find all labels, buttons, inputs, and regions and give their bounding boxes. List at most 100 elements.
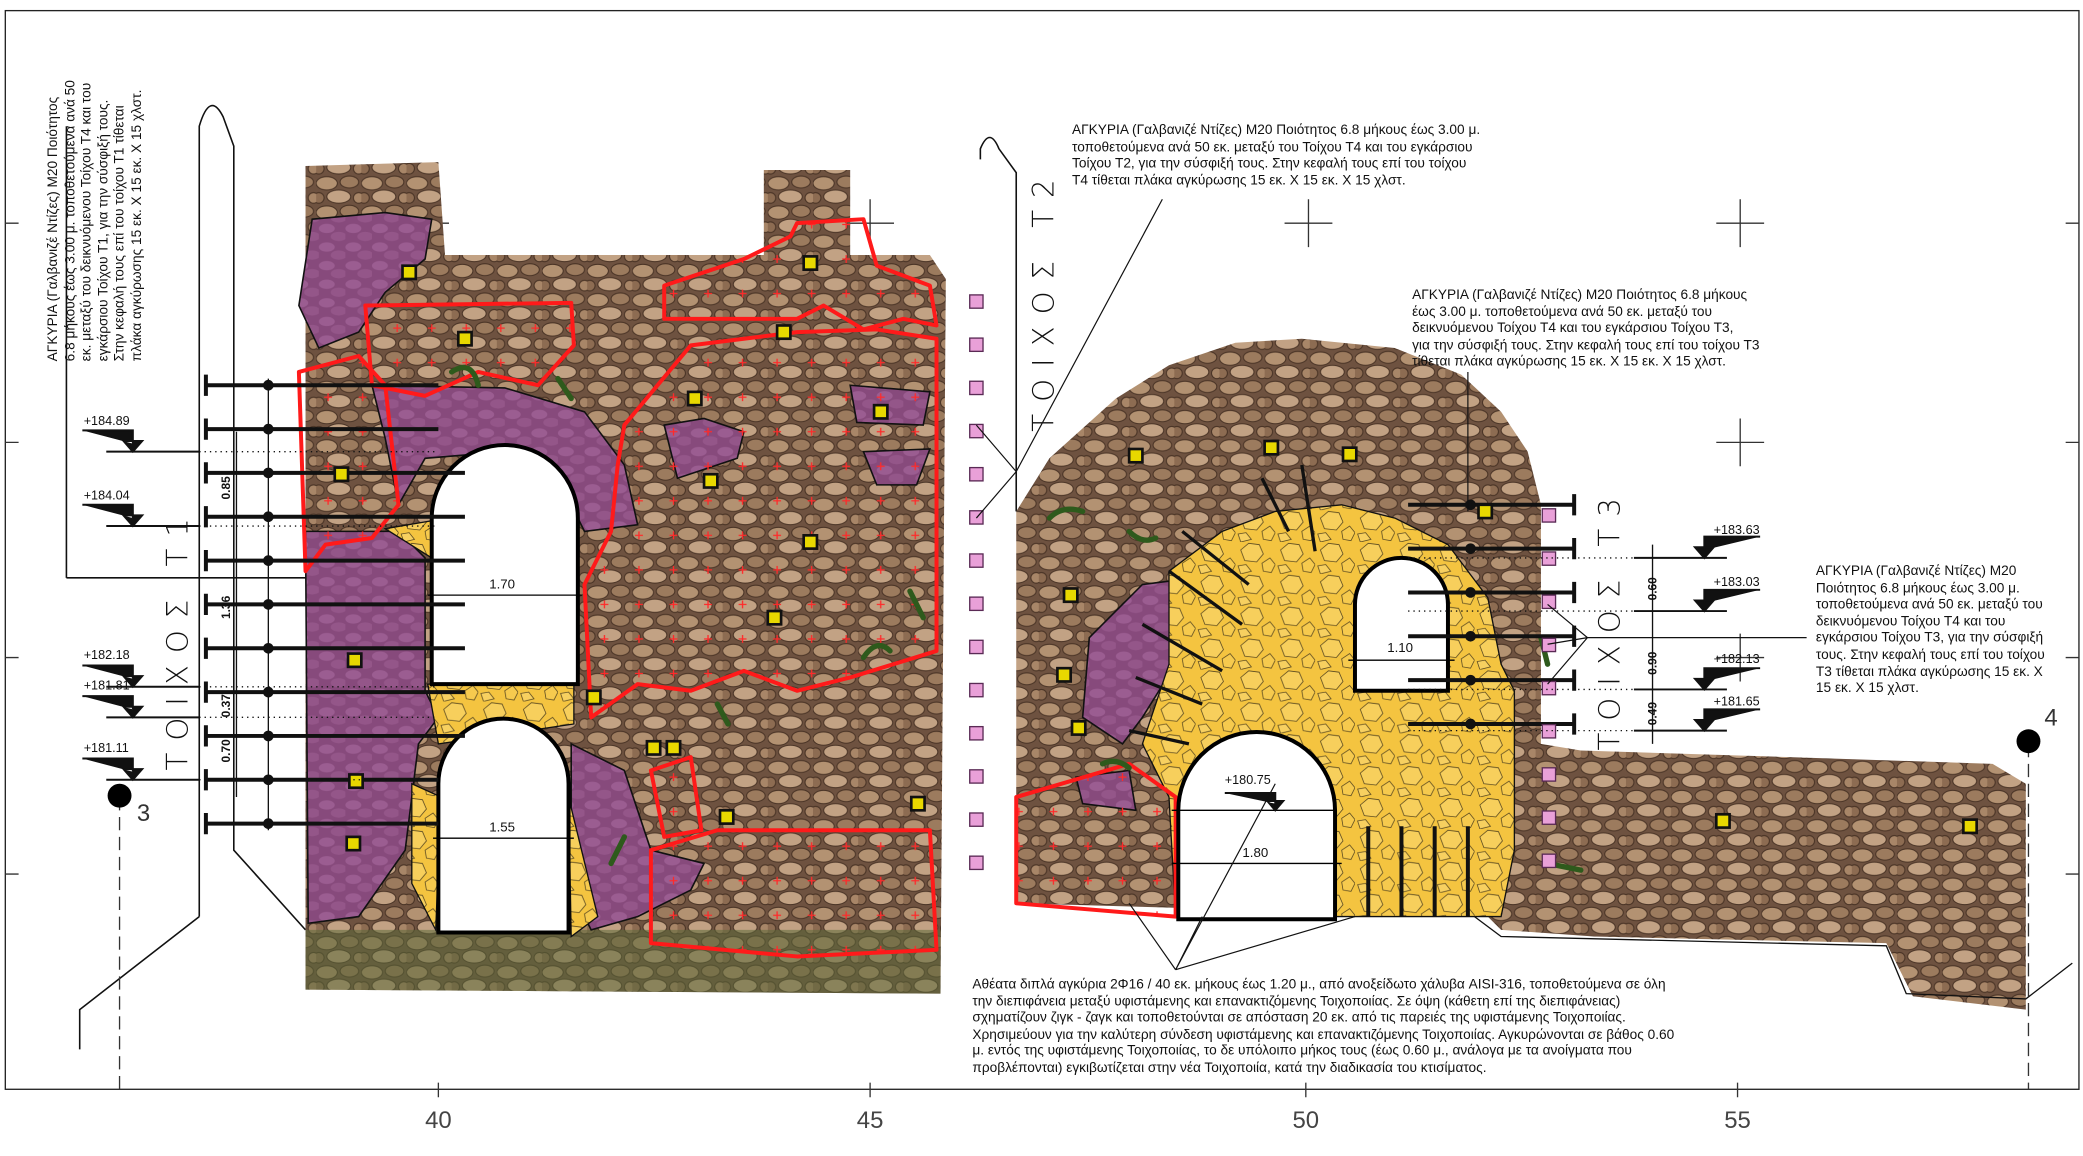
red-zone [648,828,939,959]
opening-width-label: 1.55 [489,820,516,836]
dimension-vertical: 0.90 [1645,651,1660,675]
anchor-plate [665,739,682,756]
pink-marker [1541,767,1557,782]
survey-point-label: 3 [136,799,151,827]
pink-marker [969,294,984,309]
pink-marker [1541,637,1557,653]
note-line: τοποθετούμενα ανά 50 εκ. μεταξύ του Τοίχ… [1072,140,1473,155]
red-zone [582,327,939,720]
anchor-node [1465,630,1476,642]
anchor-rod [1408,669,1577,691]
anchor-plates [333,255,1978,852]
anchor-node [1465,718,1476,730]
red-zone [1014,761,1178,919]
note-anchors-t3: ΑΓΚΥΡΙΑ (Γαλβανιζέ Ντίζες) Μ20 Ποιότητος… [1412,288,1759,372]
anchor-plate [348,773,364,790]
note-line: Ποιότητος 6.8 μήκους έως 3.00 μ. [1815,581,2020,596]
level-arrow [82,695,200,719]
note-line: ΑΓΚΥΡΙΑ (Γαλβανιζέ Ντίζες) Μ20 [1815,564,2017,580]
window-upper-right [1352,555,1450,693]
rebuild-zone [411,782,442,933]
anchor-plate [766,609,783,626]
level-arrow [82,664,200,689]
pink-marker [1541,594,1557,610]
anchor-rod [203,725,465,747]
note-line: Στην κεφαλή τους επί του τοίχου Τ1 τίθετ… [113,105,129,362]
pink-marker [1541,723,1557,739]
anchor-plate [1714,812,1731,829]
anchor-rod [203,506,465,528]
anchor-rod [1408,581,1577,604]
elevation-label: +184.89 [83,414,130,430]
level-arrow [1633,708,1761,733]
pink-marker [969,812,984,827]
anchor-plate [1127,447,1144,464]
anchor-plate [456,330,473,347]
opening-width-label: 1.70 [489,577,516,593]
level-arrow [82,503,200,528]
anchor-node [1465,587,1476,598]
note-line: Τοίχου Τ2, για την σύσφιξή τους. Στην κε… [1072,157,1467,172]
note-line: για την σύσφιξή τους. Στην κεφαλή τους ε… [1412,338,1760,354]
anchor-plate [718,808,735,825]
window-upper-left [429,443,580,687]
note-line: Τ4 τίθεται πλάκα αγκύρωσης 15 εκ. Χ 15 ε… [1072,173,1406,189]
dimension-vertical: 0.37 [219,694,233,718]
opening-dimension-lines [427,594,1455,865]
red-zones [296,217,1178,959]
level-arrow [1633,535,1761,560]
anchor-plate [346,652,363,669]
anchor-rod [203,681,465,703]
anchor-plate [686,390,703,407]
pink-marker [969,553,984,568]
anchor-plate [585,689,602,706]
note-line: τους. Στην κεφαλή τους επί του τοίχου [1815,648,2045,663]
elevation-label: +182.18 [83,648,130,663]
red-zone [662,217,939,332]
axis-ticks [437,1082,1739,1098]
pink-marker [969,682,984,698]
anchor-plate [345,835,362,852]
anchor-node [1465,543,1476,554]
anchor-rod [203,593,465,616]
note-line: εγκάρσιου Τοίχου Τ1, για την σύσφιξή του… [96,99,112,362]
anchor-plate [1962,818,1978,835]
opening-width-label: 1.10 [1387,641,1414,657]
level-arrow [82,757,200,782]
anchor-rod [1135,675,1203,706]
note-line: έως 3.00 μ. τοποθετούμενα ανά 50 εκ. μετ… [1412,304,1712,320]
anchor-rod [1181,530,1250,586]
wall-t1-outline [65,104,307,1050]
anchor-plate [909,795,926,812]
anchor-plate [401,264,418,281]
survey-point-4 [2016,729,2041,754]
note-line: 15 εκ. Χ 15 χλστ. [1815,681,1919,697]
leader-lines [975,198,1807,971]
note-line: εγκάρσιου Τοίχου Τ3, για την σύσφιξή [1815,631,2044,647]
pink-marker [1541,551,1557,566]
wall-t2-outline [979,136,1018,512]
door-lower-left [436,716,571,935]
pink-marker [969,423,984,439]
elevation-label: +181.65 [1713,694,1760,710]
note-interface-anchors: Αθέατα διπλά αγκύρια 2Φ16 / 40 εκ. μήκου… [972,977,1675,1079]
anchor-plate [1070,719,1087,736]
anchor-rod [1408,538,1577,560]
pink-marker [969,337,984,353]
anchor-plate [1062,587,1079,604]
grid-cross [1716,418,1765,467]
anchor-plate [645,739,662,756]
anchor-plate [333,466,350,483]
note-line: μ. εντός της υφιστάμενης Τοιχοποιίας, το… [972,1044,1632,1060]
survey-point-label: 4 [2044,704,2058,731]
anchor-rod [1168,569,1244,626]
pink-marker [969,466,984,482]
level-arrow [82,429,200,454]
anchor-plate [775,324,792,341]
note-anchors-t1: ΑΓΚΥΡΙΑ (Γαλβανιζέ Ντίζες) Μ20 Ποιότητος… [46,80,146,362]
pink-marker [969,855,984,871]
grid-cross [1716,633,1765,682]
note-line: δεικνυόμενου Τοίχου Τ4 και του εγκάρσιου… [1412,321,1734,337]
opening-width-label: 1.80 [1242,846,1269,861]
